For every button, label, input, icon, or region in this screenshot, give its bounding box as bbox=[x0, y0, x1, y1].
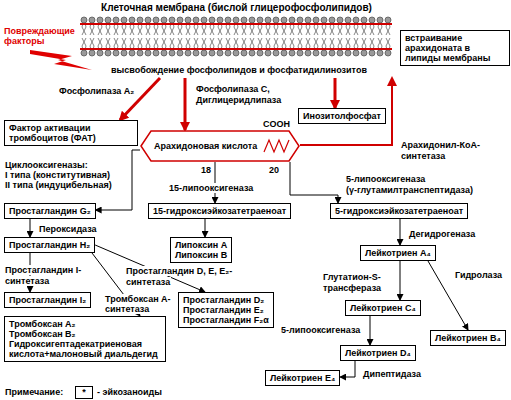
enzyme-label: Циклооксигеназы: bbox=[4, 160, 89, 170]
node-text: Гидроксигептадекатриеновая кислота+малон… bbox=[9, 339, 161, 359]
enzyme-label: Пероксидаза bbox=[38, 224, 98, 234]
enzyme-label: Диглицеридлипаза bbox=[195, 95, 282, 105]
acid-shape: Арахидоновая кислота bbox=[140, 130, 300, 162]
reaction-arrow bbox=[340, 361, 355, 377]
chem-group-label: COOH bbox=[262, 119, 291, 129]
enzyme-label: 5-липооксигеназа bbox=[280, 325, 361, 335]
node-text: 15-гидроксиэйкозатетраеноат bbox=[153, 206, 286, 216]
reaction-arrow bbox=[400, 261, 401, 300]
node-text: Лейкотриен D₄ bbox=[345, 348, 411, 358]
node-text: Арахидоновая кислота bbox=[140, 130, 300, 151]
carbon-number: 20 bbox=[268, 165, 280, 175]
enzyme-label: 5-липооксигеназа bbox=[345, 174, 426, 184]
reaction-arrow bbox=[184, 78, 187, 130]
node-text: Лейкотриен A₄ bbox=[365, 248, 431, 258]
reaction-arrow bbox=[120, 78, 160, 120]
reaction-arrow bbox=[30, 219, 31, 237]
legend-swatch: * bbox=[75, 386, 93, 399]
node-text: Лейкотриен E₄ bbox=[270, 373, 335, 383]
enzyme-label: синтетаза bbox=[4, 276, 50, 286]
enzyme-label: Фосфолипаза C, bbox=[195, 84, 271, 94]
node-text: Липоксин B bbox=[175, 250, 227, 260]
reaction-arrow bbox=[205, 219, 206, 237]
enzyme-label: II типа (индуцибельная) bbox=[4, 180, 113, 190]
reaction-arrow bbox=[290, 162, 338, 203]
reaction-arrow bbox=[400, 219, 401, 245]
enzyme-label: Дегидрогеназа bbox=[408, 229, 476, 239]
node-text: Простагландин F₂α bbox=[183, 315, 269, 325]
eicosanoid-box: Простагландин D₂Простагландин E₂Простагл… bbox=[178, 292, 274, 328]
eicosanoid-box: Простагландин I₂ bbox=[4, 292, 91, 308]
enzyme-label: трансфераза bbox=[322, 283, 382, 293]
enzyme-label: синтетаза bbox=[400, 151, 446, 161]
node-text: Простагландин I₂ bbox=[9, 295, 86, 305]
enzyme-label: синтетаза bbox=[125, 277, 171, 287]
process-label: высвобождение фосфолипидов и фосфатидили… bbox=[110, 65, 368, 75]
lightning-symbol bbox=[30, 50, 92, 70]
reaction-arrow bbox=[300, 78, 392, 145]
lipid-bilayer bbox=[80, 15, 392, 58]
membrane-stripe bbox=[80, 48, 392, 50]
node-text: Простагландин G₂ bbox=[9, 206, 91, 216]
reaction-arrow bbox=[370, 316, 371, 345]
node-text: Лейкотриен B₄ bbox=[435, 333, 501, 343]
node-text: Тромбоксан B₂ bbox=[9, 329, 161, 339]
node-text: 5-гидроксиэйкозатетраеноат bbox=[335, 206, 463, 216]
enzyme-label: Дипептидаза bbox=[362, 369, 422, 379]
enzyme-label: Гидролаза bbox=[454, 270, 503, 280]
carbon-number: 18 bbox=[200, 165, 212, 175]
enzyme-label: (γ-глутамилтранспептидаза) bbox=[345, 185, 474, 195]
eicosanoid-box: Лейкотриен B₄ bbox=[430, 330, 506, 346]
enzyme-label: Глутатион-S- bbox=[322, 272, 382, 282]
damage-label: Повреждающие факторы bbox=[3, 26, 71, 46]
node-text: Липоксин A bbox=[175, 240, 227, 250]
product-box: Инозитолфосфат bbox=[298, 108, 386, 124]
eicosanoid-box: 15-гидроксиэйкозатетраеноат bbox=[148, 203, 291, 219]
node-text: Лейкотриен C₄ bbox=[350, 303, 416, 313]
eicosanoid-box: Лейкотриен A₄ bbox=[360, 245, 436, 261]
legend-sample-mark: * bbox=[82, 387, 86, 397]
product-box: Фактор активации тромбоцитов (ФАТ) bbox=[4, 120, 138, 146]
enzyme-label: Арахидонил-КоА- bbox=[400, 140, 481, 150]
reaction-arrow bbox=[334, 78, 337, 108]
eicosanoid-box: Лейкотриен E₄ bbox=[265, 370, 340, 386]
node-text: Фактор активации тромбоцитов (ФАТ) bbox=[9, 123, 133, 143]
eicosanoid-box: Лейкотриен C₄ bbox=[345, 300, 421, 316]
node-text: Инозитолфосфат bbox=[303, 111, 381, 121]
enzyme-label: Тромбоксан А-синтетаза bbox=[104, 294, 176, 314]
note-label: Примечание: bbox=[4, 387, 64, 397]
eicosanoid-box: Тромбоксан A₂Тромбоксан B₂Гидроксигептад… bbox=[4, 316, 166, 362]
eicosanoid-box: Липоксин AЛипоксин B bbox=[170, 237, 232, 263]
eicosanoid-box: Простагландин H₂ bbox=[4, 237, 95, 253]
node-text: Тромбоксан A₂ bbox=[9, 319, 161, 329]
enzyme-label: 15-липооксигеназа bbox=[168, 183, 254, 193]
enzyme-label: Простагландин I- bbox=[4, 265, 82, 275]
node-text: Простагландин E₂ bbox=[183, 305, 269, 315]
eicosanoid-box: Простагландин G₂ bbox=[4, 203, 96, 219]
node-text: Простагландин D₂ bbox=[183, 295, 269, 305]
enzyme-label: Простагландин D, E, E₂- bbox=[125, 266, 233, 276]
eicosanoid-box: 5-гидроксиэйкозатетраеноат bbox=[330, 203, 468, 219]
node-text: встраивание арахидоната в липиды мембран… bbox=[405, 33, 505, 63]
legend-text: - эйкозаноиды bbox=[96, 387, 163, 397]
membrane-stripe bbox=[80, 23, 392, 25]
note-box: встраивание арахидоната в липиды мембран… bbox=[400, 30, 510, 66]
enzyme-label: Фосфолипаза A₂ bbox=[58, 86, 135, 96]
node-text: Клеточная мембрана (бислой глицерофосфол… bbox=[78, 2, 395, 14]
node-text: Простагландин H₂ bbox=[9, 240, 90, 250]
eicosanoid-box: Лейкотриен D₄ bbox=[340, 345, 416, 361]
enzyme-label: I типа (конститутивная) bbox=[4, 170, 111, 180]
